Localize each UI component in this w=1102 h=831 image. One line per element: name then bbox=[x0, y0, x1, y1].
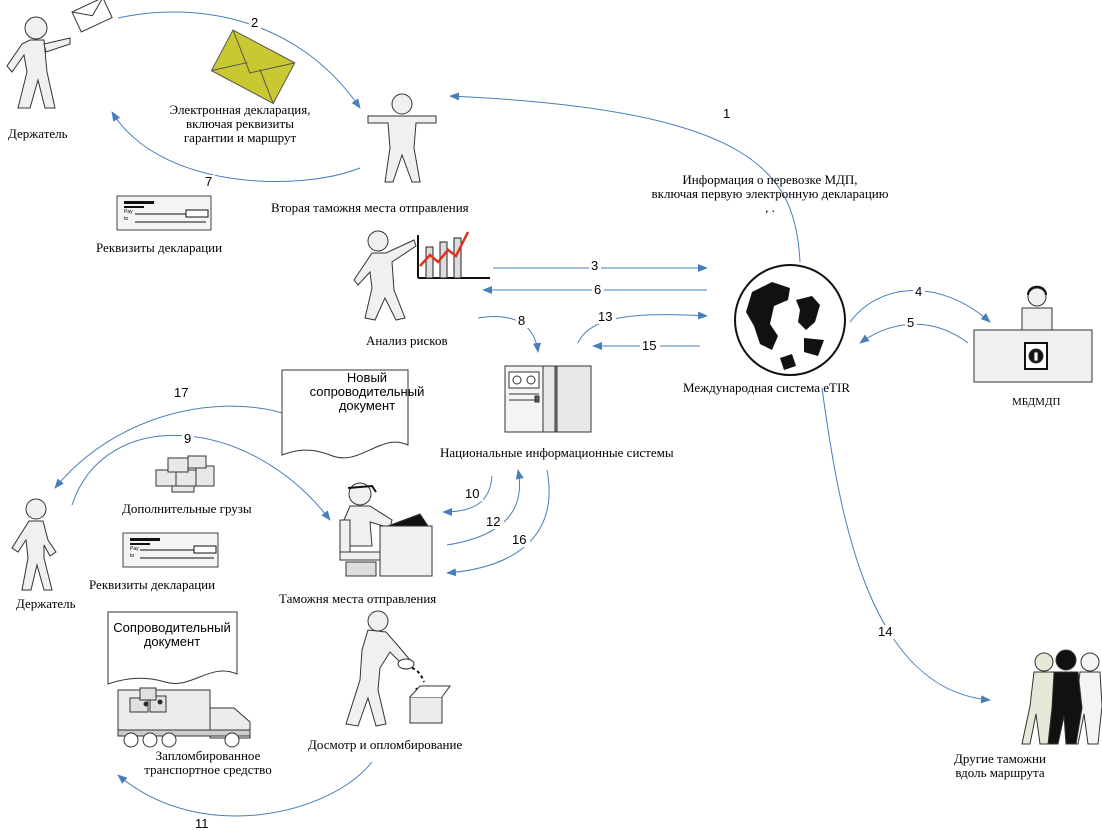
tir-info-label: Информация о перевозке МДП, включая перв… bbox=[651, 172, 889, 215]
other-offices-label: Другие таможни вдоль маршрута bbox=[954, 751, 1046, 780]
boxes-icon bbox=[155, 455, 215, 493]
arrow-11 bbox=[117, 761, 373, 817]
inspection-label: Досмотр и опломбирование bbox=[308, 737, 463, 752]
step-number-11: 11 bbox=[195, 816, 209, 831]
globe-icon bbox=[734, 264, 846, 376]
cheque-icon bbox=[116, 195, 212, 231]
step-number-14: 14 bbox=[878, 624, 893, 639]
arrow-1 bbox=[449, 92, 801, 263]
envelope-icon bbox=[210, 29, 296, 105]
person-envelope-icon bbox=[6, 0, 113, 109]
holder-top-label: Держатель bbox=[8, 126, 68, 141]
itdb-label: МБДМДП bbox=[1012, 396, 1061, 408]
person-desk-icon bbox=[339, 482, 433, 577]
step-number-13: 13 bbox=[598, 309, 613, 324]
arrow-8 bbox=[477, 316, 541, 353]
step-number-5: 5 bbox=[907, 315, 915, 330]
document-icon bbox=[107, 611, 238, 685]
step-number-masks bbox=[172, 16, 925, 829]
holder-bottom-label: Держатель bbox=[16, 596, 76, 611]
e-declaration-label: Электронная декларация, включая реквизит… bbox=[169, 102, 311, 145]
cheque-pay-label: Pay bbox=[124, 209, 133, 215]
new-doc-label: Новый сопроводительный документ bbox=[309, 370, 425, 413]
step-number-4: 4 bbox=[915, 284, 923, 299]
step-number-9: 9 bbox=[184, 431, 192, 446]
step-number-2: 2 bbox=[251, 15, 259, 30]
decl-details-top-label: Реквизиты декларации bbox=[96, 240, 223, 255]
truck-icon bbox=[117, 687, 251, 748]
people-group-icon bbox=[1021, 649, 1102, 745]
arrow-14 bbox=[821, 387, 991, 704]
office-departure-label: Таможня места отправления bbox=[279, 591, 437, 606]
person-box-icon bbox=[345, 610, 451, 727]
step-number-8: 8 bbox=[518, 313, 526, 328]
step-number-10: 10 bbox=[465, 486, 480, 501]
operator-desk-icon bbox=[973, 285, 1093, 383]
step-number-1: 1 bbox=[723, 106, 731, 121]
person-icon bbox=[11, 498, 57, 591]
step-number-15: 15 bbox=[642, 338, 657, 353]
accompanying-doc-label: Сопроводительный документ bbox=[113, 620, 231, 649]
decl-details-bottom-label: Реквизиты декларации bbox=[89, 577, 216, 592]
cheque-to-label: to bbox=[124, 216, 128, 222]
arrow-7 bbox=[111, 111, 361, 182]
arrow-2 bbox=[117, 11, 361, 109]
national-systems-label: Национальные информационные системы bbox=[440, 445, 674, 460]
step-number-7: 7 bbox=[205, 174, 213, 189]
cheque-icon bbox=[122, 532, 219, 568]
person-chart-icon bbox=[353, 230, 490, 321]
server-icon bbox=[504, 365, 592, 433]
arrow-12 bbox=[446, 469, 524, 546]
cheque-to-label: to bbox=[130, 553, 134, 559]
person-arms-open-icon bbox=[367, 93, 437, 183]
step-number-6: 6 bbox=[594, 282, 602, 297]
step-number-3: 3 bbox=[591, 258, 599, 273]
etir-system-label: Международная система eTIR bbox=[683, 380, 850, 395]
additional-goods-label: Дополнительные грузы bbox=[122, 501, 252, 516]
step-number-16: 16 bbox=[512, 532, 527, 547]
sealed-vehicle-label: Запломбированное транспортное средство bbox=[144, 748, 272, 777]
arrow-4 bbox=[849, 290, 991, 323]
cheque-pay-label: Pay bbox=[130, 546, 139, 552]
step-number-12: 12 bbox=[486, 514, 501, 529]
step-number-17: 17 bbox=[174, 385, 189, 400]
document-icon bbox=[281, 369, 409, 459]
arrow-10 bbox=[442, 475, 493, 516]
risk-analysis-label: Анализ рисков bbox=[366, 333, 448, 348]
second-office-label: Вторая таможня места отправления bbox=[271, 200, 469, 215]
arrow-13 bbox=[577, 311, 708, 344]
